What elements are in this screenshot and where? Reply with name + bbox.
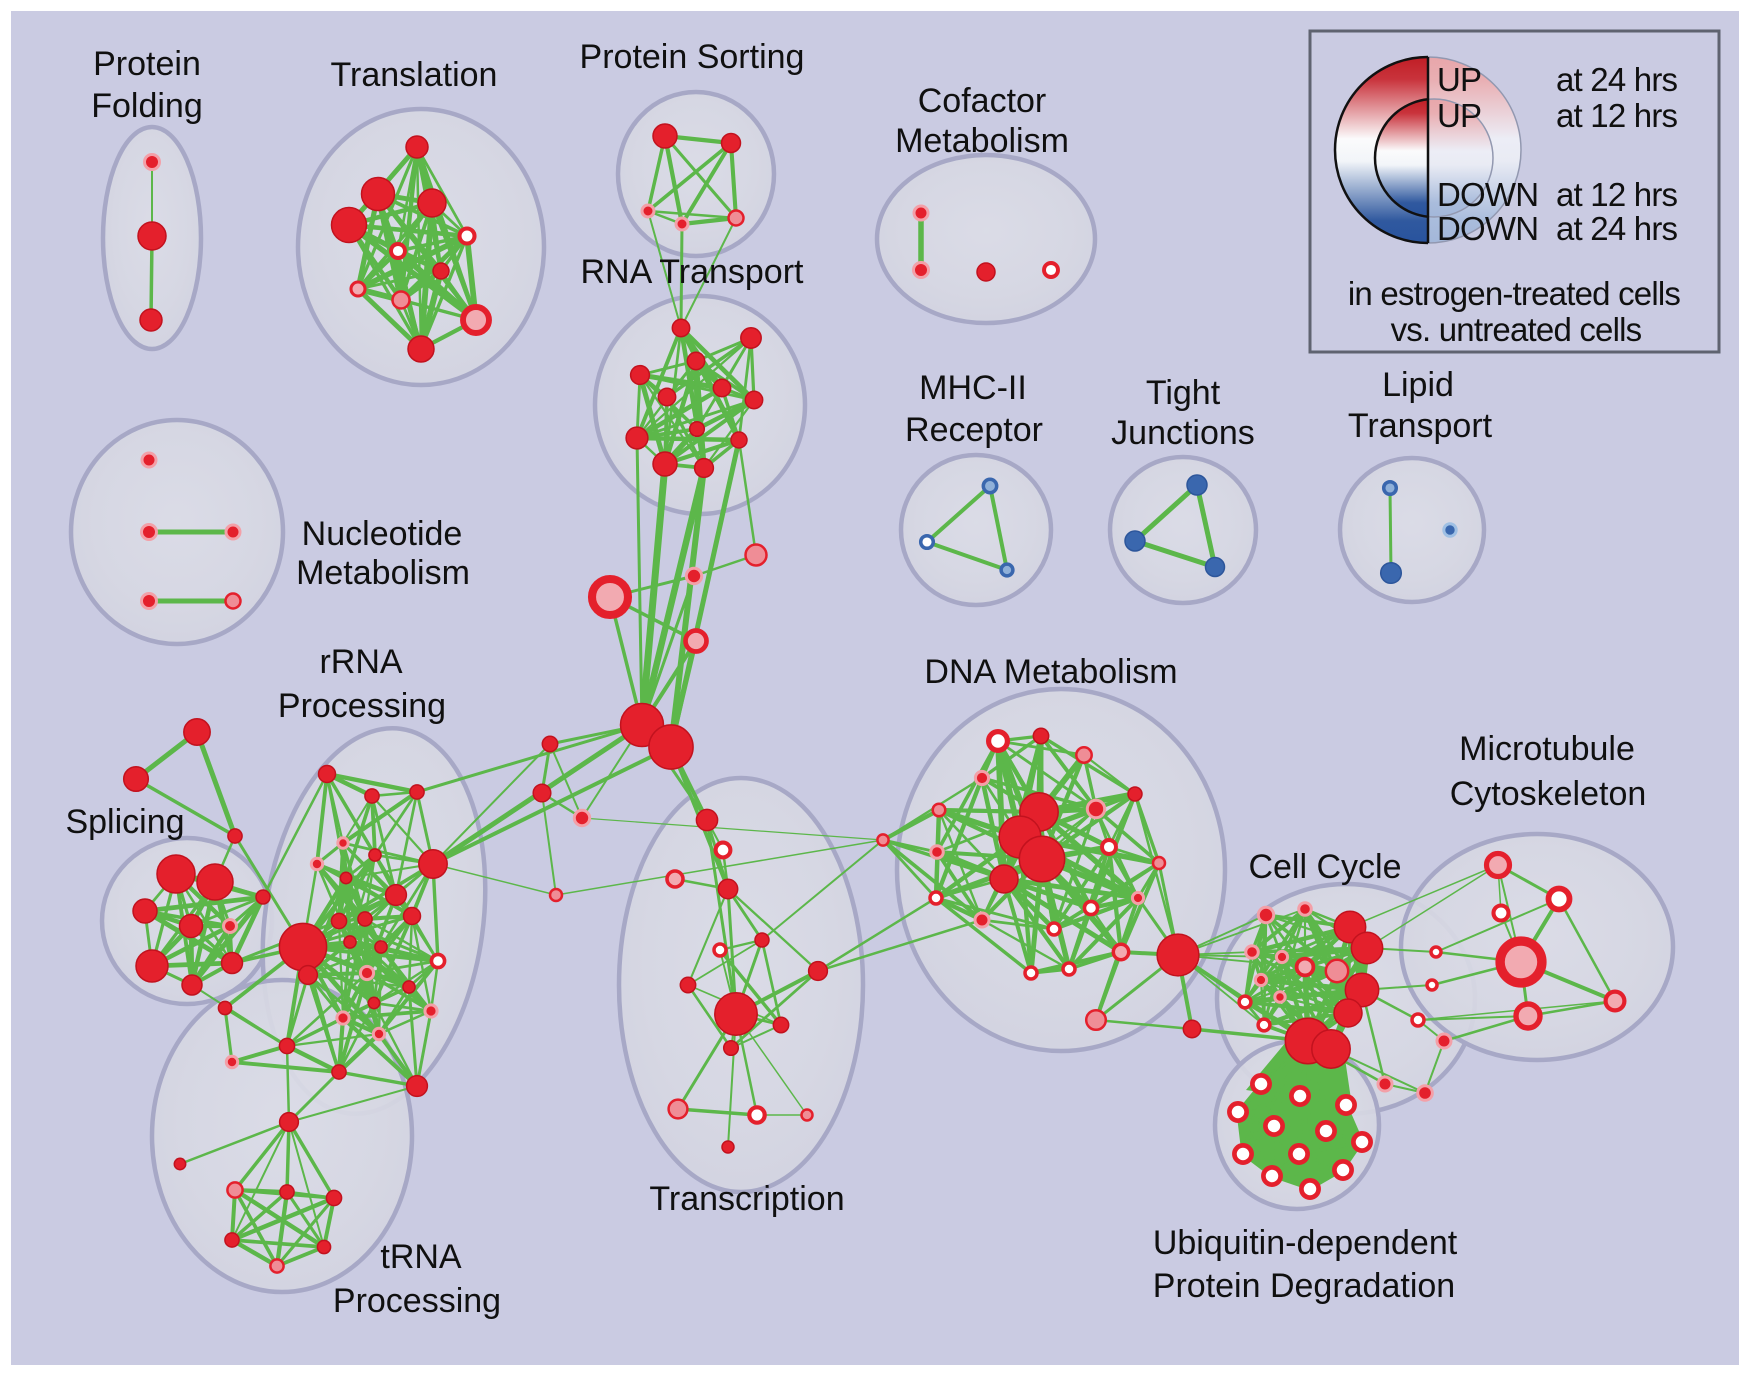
- svg-text:Tight: Tight: [1146, 374, 1221, 412]
- svg-text:at 24 hrs: at 24 hrs: [1556, 61, 1678, 98]
- svg-text:vs. untreated cells: vs. untreated cells: [1391, 311, 1642, 348]
- svg-text:Ubiquitin-dependent: Ubiquitin-dependent: [1153, 1224, 1458, 1262]
- svg-text:DNA Metabolism: DNA Metabolism: [924, 653, 1177, 691]
- svg-text:Junctions: Junctions: [1111, 414, 1255, 452]
- svg-text:Lipid: Lipid: [1382, 366, 1454, 404]
- svg-text:Nucleotide: Nucleotide: [302, 515, 463, 553]
- svg-text:DOWN: DOWN: [1437, 176, 1538, 213]
- svg-text:DOWN: DOWN: [1437, 210, 1538, 247]
- svg-text:Processing: Processing: [278, 687, 446, 725]
- svg-text:at 24 hrs: at 24 hrs: [1556, 210, 1678, 247]
- svg-text:Processing: Processing: [333, 1282, 501, 1320]
- svg-text:at 12 hrs: at 12 hrs: [1556, 97, 1678, 134]
- svg-text:Cell Cycle: Cell Cycle: [1248, 848, 1401, 886]
- svg-text:Protein: Protein: [93, 45, 201, 83]
- svg-text:Splicing: Splicing: [65, 803, 184, 841]
- svg-text:UP: UP: [1437, 61, 1481, 98]
- svg-text:RNA Transport: RNA Transport: [581, 253, 805, 291]
- svg-text:Cytoskeleton: Cytoskeleton: [1450, 775, 1647, 813]
- svg-text:tRNA: tRNA: [380, 1238, 462, 1276]
- svg-text:rRNA: rRNA: [319, 643, 402, 681]
- svg-text:Receptor: Receptor: [905, 411, 1043, 449]
- svg-text:at 12 hrs: at 12 hrs: [1556, 176, 1678, 213]
- svg-text:Microtubule: Microtubule: [1459, 730, 1635, 768]
- svg-text:Transport: Transport: [1348, 407, 1493, 445]
- svg-text:Metabolism: Metabolism: [895, 122, 1069, 160]
- svg-text:in estrogen-treated cells: in estrogen-treated cells: [1348, 275, 1680, 312]
- svg-text:Cofactor: Cofactor: [918, 82, 1047, 120]
- svg-text:Metabolism: Metabolism: [296, 554, 470, 592]
- svg-text:Folding: Folding: [91, 87, 203, 125]
- svg-text:Translation: Translation: [331, 56, 498, 94]
- svg-text:Transcription: Transcription: [649, 1180, 844, 1218]
- svg-text:UP: UP: [1437, 97, 1481, 134]
- svg-text:Protein Sorting: Protein Sorting: [580, 38, 805, 76]
- svg-text:MHC-II: MHC-II: [919, 369, 1027, 407]
- svg-text:Protein Degradation: Protein Degradation: [1153, 1267, 1455, 1305]
